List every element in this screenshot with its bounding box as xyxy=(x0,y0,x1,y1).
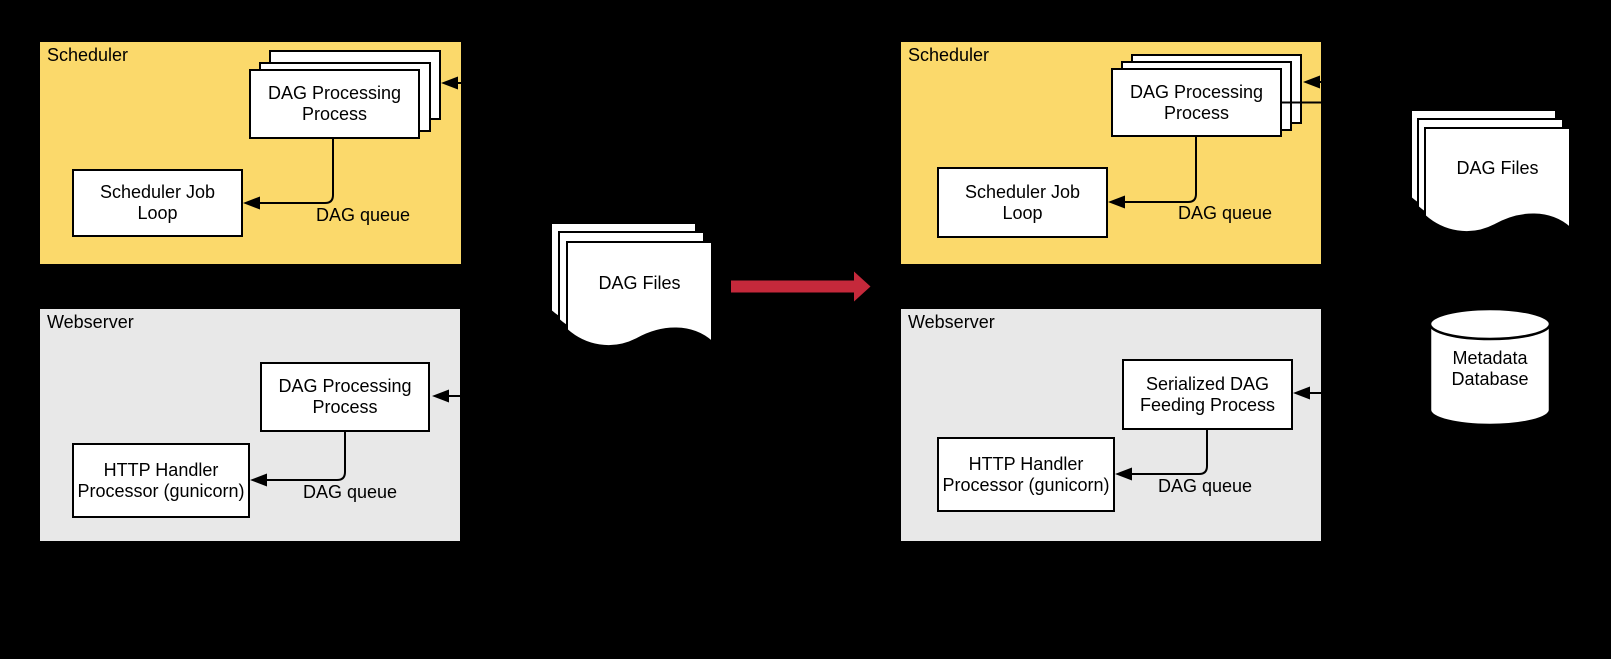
node-http-handler-processor: HTTP Handler Processor (gunicorn) xyxy=(72,443,250,518)
panel-title-scheduler: Scheduler xyxy=(47,45,129,65)
node-scheduler-job-loop: Scheduler Job Loop xyxy=(937,167,1108,238)
label-dag-queue: DAG queue xyxy=(1178,203,1273,223)
label-dag-queue: DAG queue xyxy=(303,482,398,502)
node-label: DAG Processing xyxy=(267,83,402,103)
dag-files-label: DAG Files xyxy=(1456,158,1539,178)
node-label: Feeding Process xyxy=(1139,394,1276,415)
node-label: Process xyxy=(312,397,378,417)
dag-files-icon xyxy=(1409,108,1579,253)
node-label: Scheduler Job xyxy=(99,182,216,202)
node-http-handler-processor: HTTP Handler Processor (gunicorn) xyxy=(937,437,1115,512)
node-label: DAG Processing xyxy=(278,376,412,396)
node-label: Processor (gunicorn) xyxy=(942,474,1110,495)
node-dag-processing-process: DAG Processing Process xyxy=(249,69,420,139)
node-label: Processor (gunicorn) xyxy=(77,480,245,501)
node-dag-processing-process-webserver: DAG Processing Process xyxy=(260,362,430,432)
node-label: Process xyxy=(301,104,368,124)
panel-title-webserver: Webserver xyxy=(47,312,134,332)
database-label-line: Database xyxy=(1451,369,1529,389)
database-label-line: Metadata xyxy=(1452,348,1528,368)
node-serialized-dag-feeding-process: Serialized DAG Feeding Process xyxy=(1122,359,1293,430)
dag-files-icon xyxy=(549,221,719,366)
dag-files-label: DAG Files xyxy=(598,272,681,293)
panel-title-webserver: Webserver xyxy=(908,312,995,332)
node-label: Serialized DAG xyxy=(1145,373,1270,394)
node-label: HTTP Handler xyxy=(103,459,219,480)
node-label: HTTP Handler xyxy=(968,453,1084,474)
node-label: Loop xyxy=(1002,202,1043,223)
label-dag-queue: DAG queue xyxy=(1158,476,1253,496)
node-scheduler-job-loop: Scheduler Job Loop xyxy=(72,169,243,237)
database-cylinder-icon xyxy=(1428,306,1552,435)
red-transition-arrow xyxy=(731,271,871,302)
label-dag-queue: DAG queue xyxy=(316,205,411,225)
node-dag-processing-process: DAG Processing Process xyxy=(1111,68,1282,137)
metadata-database-label: Metadata Database xyxy=(1430,348,1550,390)
node-label: DAG Processing xyxy=(1129,81,1264,102)
node-label: Scheduler Job xyxy=(964,181,1081,202)
node-label: Loop xyxy=(137,203,178,223)
node-label: Process xyxy=(1163,102,1230,123)
panel-title-scheduler: Scheduler xyxy=(908,45,990,65)
